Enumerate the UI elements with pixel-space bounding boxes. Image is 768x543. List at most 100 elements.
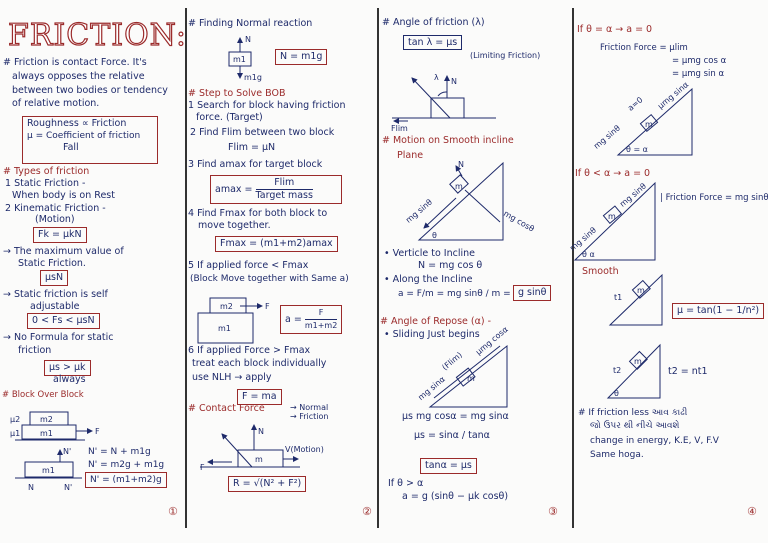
repose-sub: • Sliding Just begins bbox=[384, 329, 480, 340]
diagram-shape bbox=[606, 343, 661, 399]
step-line: treat each block individually bbox=[192, 358, 327, 369]
note-line: # If friction less આવ કાઢી bbox=[578, 408, 688, 418]
diagram-shape bbox=[628, 350, 648, 370]
t2-equation: t2 = nt1 bbox=[668, 366, 708, 377]
contact-friction: → Friction bbox=[290, 412, 329, 421]
label-t2: t2 bbox=[613, 366, 621, 375]
kinetic-friction: 2 Kinematic Friction - bbox=[5, 203, 106, 214]
roughness-line: Roughness ∝ Friction bbox=[27, 118, 127, 129]
intro-line: of relative motion. bbox=[12, 98, 100, 109]
resultant-box: R = √(N² + F²) bbox=[228, 476, 307, 492]
types-heading: # Types of friction bbox=[3, 166, 90, 177]
label-m: m bbox=[255, 455, 263, 464]
label-flim: (Flim) bbox=[440, 350, 463, 372]
label-flim: Flim bbox=[391, 124, 408, 133]
diagram-shape bbox=[433, 345, 501, 399]
label-m1: m1 bbox=[42, 466, 55, 475]
block-m1 bbox=[21, 424, 77, 440]
step-line: 4 Find Fmax for both block to bbox=[188, 208, 328, 219]
roughness-box: Roughness ∝ Friction μ = Coefficient of … bbox=[22, 116, 158, 164]
case2-note: | Friction Force = mg sinθ bbox=[660, 193, 768, 203]
step-line: 1 Search for block having friction bbox=[188, 100, 346, 111]
intro-line: # Friction is contact Force. It's bbox=[3, 57, 147, 68]
column-divider bbox=[377, 8, 379, 528]
case1-line: = μmg cos α bbox=[672, 56, 727, 66]
fk-box: Fk = μkN bbox=[33, 227, 87, 243]
case1-line: Friction Force = μlim bbox=[600, 43, 688, 53]
smooth-label: Smooth bbox=[582, 266, 619, 277]
case1-line: = μmg sin α bbox=[672, 69, 725, 79]
no-formula-line: → No Formula for static bbox=[3, 332, 114, 343]
self-adjust-box: 0 < Fs < μsN bbox=[27, 313, 100, 329]
block-m1 bbox=[24, 461, 74, 478]
label-mgsin: mg sinθ bbox=[404, 197, 434, 224]
angle-heading: # Angle of friction (λ) bbox=[382, 17, 485, 28]
self-adjust-line: adjustable bbox=[30, 301, 80, 312]
label-m: m bbox=[455, 182, 463, 191]
diagram-shape bbox=[449, 174, 469, 194]
label-angle: θ α bbox=[582, 250, 595, 259]
label-angle: θ = α bbox=[626, 145, 648, 154]
label-m: m bbox=[645, 120, 653, 129]
label-n: N bbox=[458, 160, 464, 169]
no-formula-line: friction bbox=[18, 345, 52, 356]
diagram-shape bbox=[455, 367, 476, 387]
label-n: N bbox=[245, 35, 251, 44]
label-f: F bbox=[200, 463, 205, 472]
label-mu2: μ2 bbox=[10, 415, 20, 424]
bob-heading: # Block Over Block bbox=[2, 390, 84, 400]
if-greater: If θ > α bbox=[388, 478, 424, 489]
page-number: ③ bbox=[548, 505, 558, 518]
static-friction: 1 Static Friction - bbox=[5, 178, 86, 189]
diagram-shape bbox=[221, 433, 253, 468]
fmax-box: Fmax = (m1+m2)amax bbox=[215, 236, 338, 252]
step-line: force. (Target) bbox=[196, 112, 263, 123]
tan-lambda-box: tan λ = μs bbox=[403, 35, 463, 50]
always-text: always bbox=[53, 374, 86, 385]
label-nprime: N' bbox=[64, 483, 72, 492]
step-line: 6 If applied Force > Fmax bbox=[188, 345, 311, 356]
label-m1: m1 bbox=[218, 324, 231, 333]
label-v: V(Motion) bbox=[285, 445, 324, 454]
label-m: m bbox=[467, 374, 475, 383]
step-line: use NLH → apply bbox=[192, 372, 272, 383]
equation: N' = N + m1g bbox=[88, 447, 151, 457]
gsin-box: g sinθ bbox=[513, 285, 552, 301]
label-m1: m1 bbox=[233, 55, 246, 64]
label-a0: a=0 bbox=[626, 95, 645, 113]
along-line: • Along the Incline bbox=[384, 274, 473, 285]
step-line: 3 Find amax for target block bbox=[188, 159, 323, 170]
diagram-shape bbox=[616, 87, 693, 156]
diagram-shape bbox=[437, 91, 448, 97]
tan-alpha-box: tanα = μs bbox=[420, 458, 477, 474]
fall-line: Fall bbox=[63, 142, 79, 153]
diagram-shape bbox=[631, 279, 651, 299]
self-adjust-line: → Static friction is self bbox=[3, 289, 108, 300]
smooth-incline-diagram: N m mg sinθ mg cosθ θ bbox=[404, 160, 536, 241]
label-mgsin: mg sinα bbox=[416, 375, 446, 403]
contact-force-diagram: N m V(Motion) F bbox=[200, 424, 324, 472]
page-number: ② bbox=[362, 505, 372, 518]
note-line: Same hoga. bbox=[590, 450, 644, 460]
along-line: a = F/m = mg sinθ / m = bbox=[398, 289, 511, 299]
equation: N' = m2g + m1g bbox=[88, 460, 165, 470]
limiting-note: (Limiting Friction) bbox=[470, 51, 541, 60]
case1-incline-diagram: m a=0 mg sinθ μmg sinα θ = α bbox=[592, 80, 693, 156]
smooth-heading: Plane bbox=[397, 150, 424, 161]
diagram-shape bbox=[417, 161, 504, 241]
mu-box: μ = tan(1 − 1/n²) bbox=[672, 303, 765, 319]
label-theta: θ bbox=[614, 389, 619, 398]
steps-heading: # Step to Solve BOB bbox=[188, 88, 286, 99]
step5-diagram: m2 m1 F bbox=[197, 297, 270, 344]
coefficient-line: μ = Coefficient of friction bbox=[27, 131, 141, 141]
amax-lhs: amax = bbox=[215, 184, 253, 195]
diagram-shape bbox=[639, 113, 659, 133]
label-n: N bbox=[28, 483, 34, 492]
diagram-shape bbox=[423, 197, 457, 229]
static-desc: When body is on Rest bbox=[12, 190, 115, 201]
diagram-shape bbox=[455, 165, 463, 177]
step-line: Flim = μN bbox=[228, 142, 276, 153]
